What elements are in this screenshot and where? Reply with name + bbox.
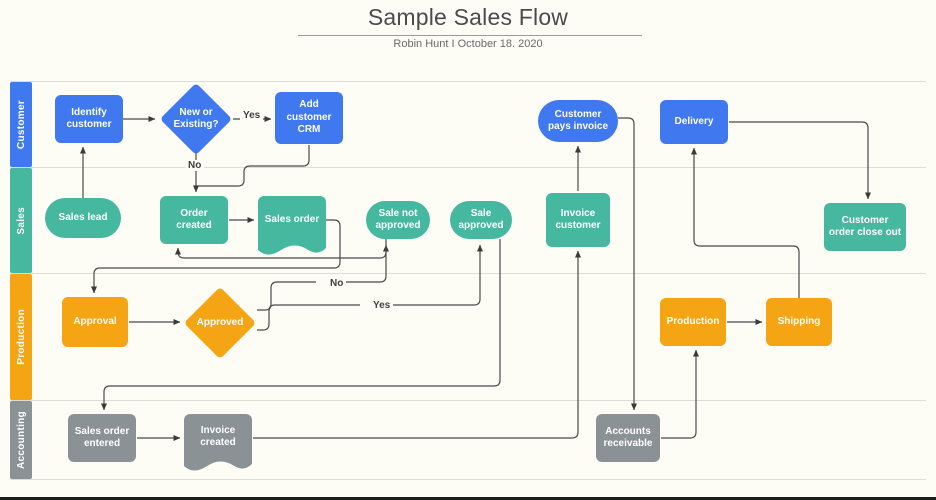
edge-label-no-approve: No [327,278,347,289]
title-divider [298,35,642,36]
lane-label: Accounting [15,411,27,469]
lane-label: Sales [15,206,27,235]
node-approved[interactable]: Approved [183,286,257,360]
lane-tab-customer: Customer [10,82,32,167]
node-label: Identify customer [66,106,112,131]
node-invoice-customer[interactable]: Invoice customer [546,193,610,247]
node-sale-not-approved[interactable]: Sale not approved [366,201,430,239]
node-label: Production [666,315,720,327]
document-wave [258,241,326,257]
lane-tab-sales: Sales [10,168,32,273]
node-label: Invoice customer [555,207,601,232]
node-shipping[interactable]: Shipping [766,298,832,346]
lane-divider [10,273,926,274]
edge-label-yes-approve: Yes [370,300,394,311]
node-identify-customer[interactable]: Identify customer [55,95,123,143]
node-label: New or Existing? [173,106,219,131]
node-label: Order created [176,207,212,232]
document-wave [184,457,252,473]
node-approval[interactable]: Approval [62,297,128,347]
node-label: Shipping [777,315,821,327]
node-add-customer-crm[interactable]: Add customer CRM [275,92,343,144]
node-label: Sales lead [58,211,108,223]
page-title: Sample Sales Flow [367,4,569,30]
node-accounts-receivable[interactable]: Accounts receivable [596,414,660,462]
node-invoice-created[interactable]: Invoice created [184,414,252,471]
page-subtitle: Robin Hunt I October 18. 2020 [393,38,543,50]
node-label: Delivery [674,115,714,127]
lane-tab-production: Production [10,274,32,400]
node-customer-pays-invoice[interactable]: Customer pays invoice [538,100,618,142]
node-production[interactable]: Production [660,298,726,346]
node-label: Sales order entered [74,425,130,450]
lane-divider [10,400,926,401]
node-label: Add customer CRM [286,99,332,136]
node-sales-order-entered[interactable]: Sales order entered [68,414,136,462]
node-order-created[interactable]: Order created [160,196,228,244]
node-label: Approval [73,315,117,327]
lane-divider-top [10,81,926,82]
edge-label-no-top: No [185,160,205,171]
node-label: Sale not approved [375,207,421,232]
node-label: Sales order [264,213,320,225]
node-label: Accounts receivable [603,425,653,450]
node-delivery[interactable]: Delivery [660,100,728,144]
node-sales-order[interactable]: Sales order [258,196,326,255]
lane-tab-accounting: Accounting [10,401,32,479]
node-label: Customer order close out [828,214,902,239]
node-sales-lead[interactable]: Sales lead [45,198,121,238]
edge-label-yes-top: Yes [240,110,264,121]
node-label: Approved [196,316,244,328]
lane-label: Production [15,309,27,365]
node-new-or-existing[interactable]: New or Existing? [159,82,233,156]
node-label: Customer pays invoice [547,108,609,133]
node-label: Sale approved [458,207,504,232]
lane-divider-bottom [10,479,926,480]
node-label: Invoice created [200,424,236,449]
node-sale-approved[interactable]: Sale approved [450,201,512,239]
node-customer-order-close[interactable]: Customer order close out [824,203,906,251]
lane-divider [10,167,926,168]
lane-label: Customer [15,99,27,150]
